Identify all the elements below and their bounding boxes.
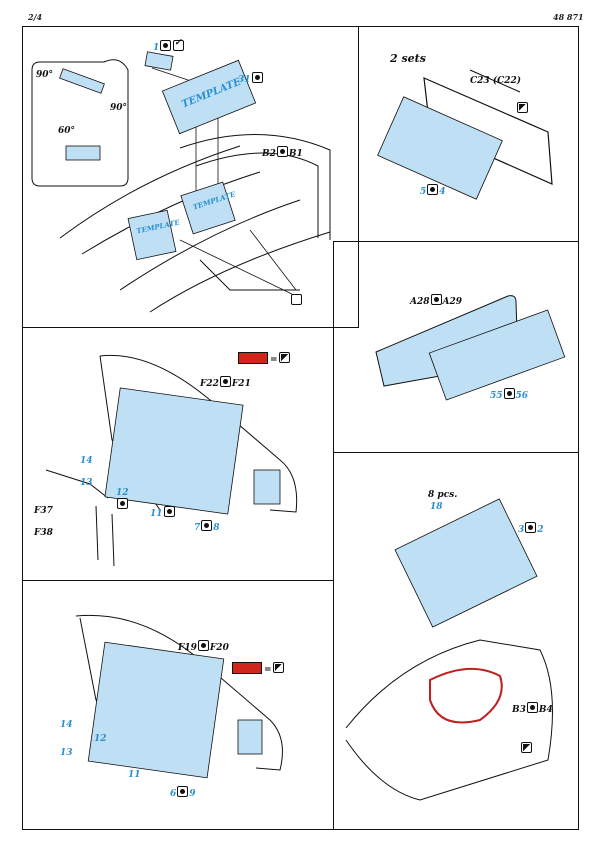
part-14-p4: 14 — [80, 456, 93, 466]
pe-part-6 — [87, 641, 225, 779]
part-18: 18 — [430, 502, 443, 512]
canopy-frame-4 — [99, 354, 298, 513]
fold-icon — [163, 506, 175, 517]
remove-icon-p1 — [290, 294, 303, 307]
bend-icon — [272, 662, 284, 673]
fold-icon — [251, 72, 263, 83]
paint-red-swatch — [238, 352, 268, 364]
pe-part-1 — [144, 51, 174, 71]
fold-icon — [117, 498, 128, 509]
paint-legend-p4: = — [270, 352, 291, 365]
part-12-p6: 12 — [94, 734, 107, 744]
bend-angle-90b: 90° — [110, 103, 128, 113]
fold-icon — [503, 388, 515, 399]
template-left — [127, 209, 177, 261]
qty-8pcs: 8 pcs. — [428, 490, 458, 500]
bend-angle-60: 60° — [58, 126, 76, 136]
pe-part-bend-a — [59, 68, 105, 94]
check-icon — [173, 38, 185, 51]
paint-legend-p6: = — [264, 662, 285, 675]
part-12-p4: 12 — [116, 488, 129, 511]
panel-step-6 — [22, 580, 334, 830]
step-1-number: 1 — [153, 38, 185, 53]
fold-icon — [219, 376, 231, 387]
fold-icon — [430, 294, 442, 305]
fold-icon — [201, 520, 213, 531]
bend-icon — [521, 742, 532, 753]
bend-icon-p5 — [520, 742, 533, 755]
part-31-label: 31 — [238, 72, 264, 85]
part-13-p6: 13 — [60, 748, 73, 758]
fold-icon — [177, 786, 189, 797]
paint-red-swatch-p6 — [232, 662, 262, 674]
ref-f38: F38 — [34, 528, 53, 538]
ref-f37: F37 — [34, 506, 53, 516]
fold-icon — [197, 640, 209, 651]
fold-icon — [525, 522, 537, 533]
kit-code: 48 871 — [553, 12, 584, 22]
fold-icon — [526, 702, 538, 713]
fuselage-step-1 — [59, 134, 331, 313]
bend-icon — [517, 102, 528, 113]
part-11-p6: 11 — [128, 770, 141, 780]
template-top — [161, 59, 257, 135]
pe-part-4 — [104, 387, 244, 515]
remove-icon — [291, 294, 302, 305]
bend-angle-90a: 90° — [36, 70, 54, 80]
page-number: 2/4 — [28, 12, 43, 22]
pe-part-5 — [394, 498, 538, 628]
bend-detail-bubble — [31, 59, 129, 187]
sets-label: 2 sets — [390, 52, 426, 65]
fold-icon — [160, 40, 172, 51]
part-11-p4: 11 — [150, 506, 176, 519]
fold-icon — [427, 184, 439, 195]
fuselage-step-5 — [345, 639, 553, 801]
pe-part-55 — [428, 309, 566, 401]
pe-part-bend-b — [65, 145, 101, 161]
template-right — [180, 181, 236, 235]
fold-icon — [276, 146, 288, 157]
ref-c23: C23 (C22) — [470, 76, 522, 86]
part-13-p4: 13 — [80, 478, 93, 488]
bend-icon-p2 — [516, 102, 529, 115]
bend-icon — [278, 352, 290, 363]
pe-part-2 — [377, 96, 503, 200]
part-14-p6: 14 — [60, 720, 73, 730]
